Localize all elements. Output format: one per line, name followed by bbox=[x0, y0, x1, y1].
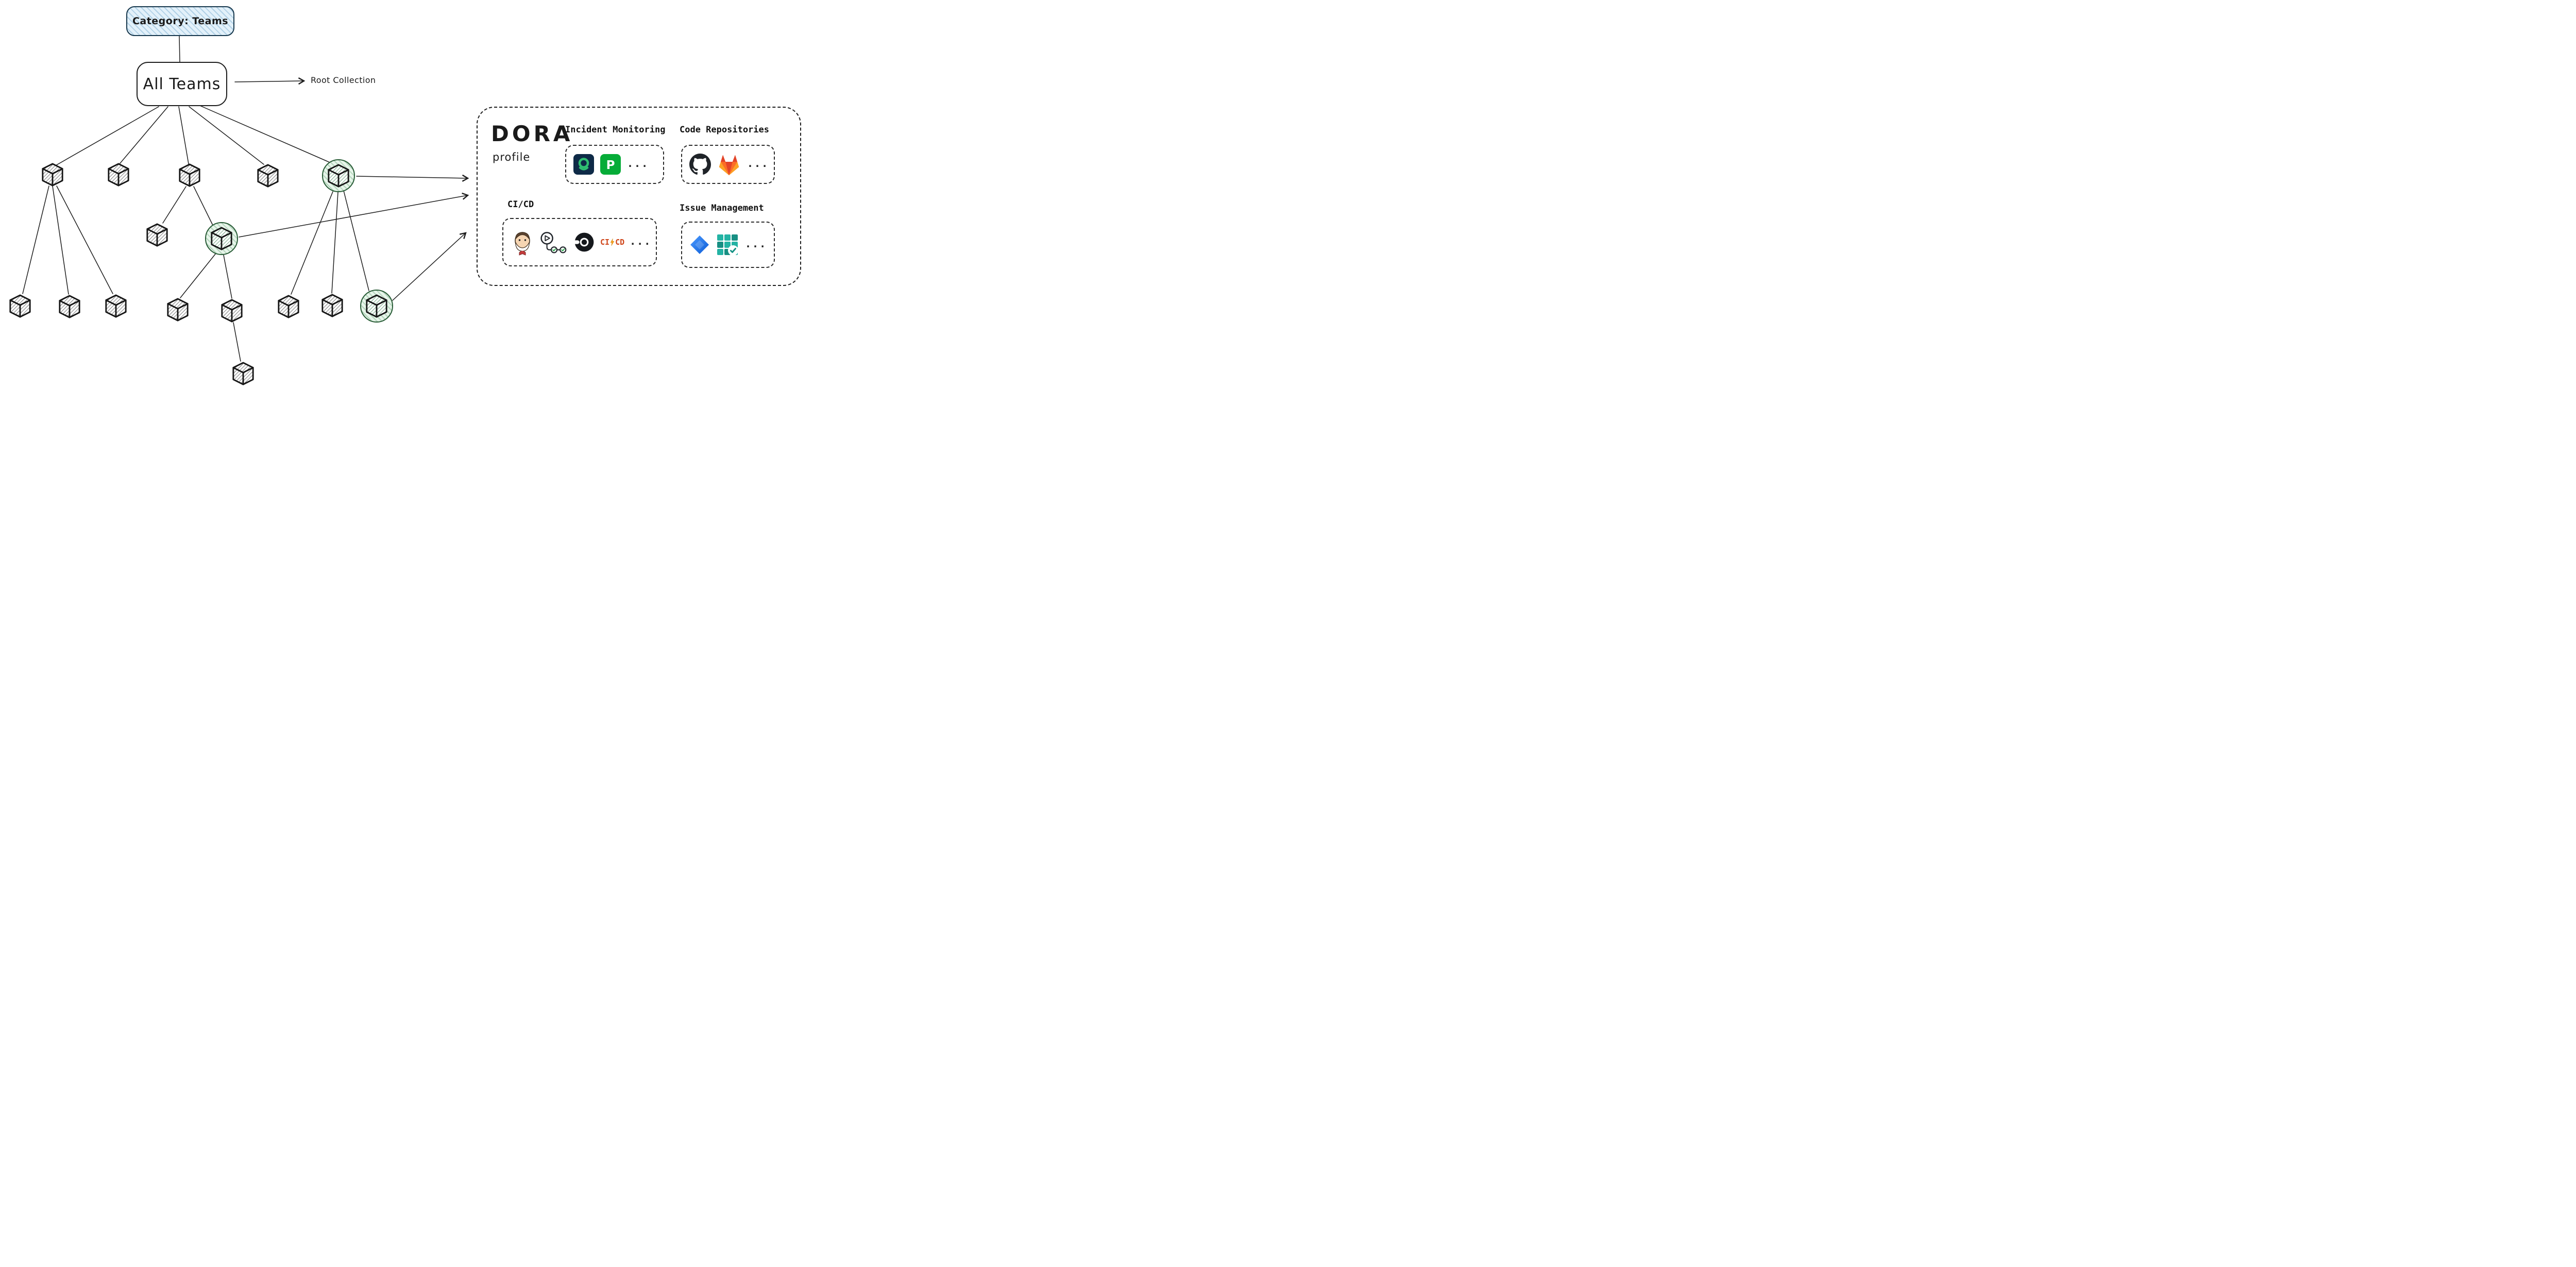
repos-more-ellipsis: ... bbox=[747, 157, 769, 170]
gitlab-cicd-logo: CI CD bbox=[600, 238, 624, 247]
github-icon bbox=[689, 154, 711, 175]
gitlab-icon bbox=[719, 155, 739, 175]
issue-management-box: ... bbox=[681, 222, 775, 268]
code-repositories-box: ... bbox=[681, 145, 775, 184]
arrow-root-collection bbox=[234, 77, 306, 85]
board-check-icon bbox=[717, 234, 738, 256]
annotation-arrows bbox=[234, 77, 469, 301]
team-node-icon bbox=[327, 163, 350, 188]
category-teams-box: Category: Teams bbox=[126, 6, 234, 36]
issues-more-ellipsis: ... bbox=[745, 238, 767, 250]
issue-management-label: Issue Management bbox=[680, 203, 764, 213]
root-collection-label: Root Collection bbox=[311, 75, 376, 85]
dora-profile-panel: DORA profile Incident Monitoring P ... C… bbox=[477, 107, 801, 286]
team-node-icon bbox=[58, 294, 81, 319]
incident-monitoring-label: Incident Monitoring bbox=[565, 125, 666, 135]
arrow-team-mid-to-dora bbox=[239, 192, 469, 238]
code-repositories-label: Code Repositories bbox=[680, 125, 769, 135]
opsgenie-icon bbox=[573, 154, 594, 175]
cicd-box: CI CD ... bbox=[502, 218, 657, 266]
arrow-team-bottom-to-dora bbox=[392, 232, 467, 301]
cicd-more-ellipsis: ... bbox=[630, 235, 652, 247]
jenkins-icon bbox=[515, 232, 530, 256]
team-node-icon bbox=[178, 163, 201, 188]
github-actions-icon bbox=[540, 232, 567, 254]
gitlab-cd-text: CD bbox=[615, 238, 625, 247]
team-node-icon bbox=[166, 297, 190, 322]
pagerduty-monogram: P bbox=[606, 159, 615, 172]
incident-monitoring-box: P ... bbox=[565, 145, 664, 184]
team-node-icon bbox=[320, 293, 344, 318]
team-node-icon bbox=[104, 294, 128, 318]
team-node-icon bbox=[41, 162, 64, 187]
all-teams-box: All Teams bbox=[137, 62, 227, 106]
team-node-icon bbox=[210, 226, 233, 251]
team-node-icon bbox=[256, 163, 280, 188]
circleci-icon bbox=[573, 232, 594, 252]
lightning-bolt-icon bbox=[610, 239, 615, 246]
team-node-icon bbox=[107, 162, 130, 187]
team-node-icon bbox=[220, 298, 244, 323]
cicd-label: CI/CD bbox=[507, 199, 534, 210]
category-teams-label: Category: Teams bbox=[132, 15, 229, 27]
team-node-selected bbox=[205, 222, 238, 255]
incident-more-ellipsis: ... bbox=[627, 157, 649, 170]
team-node-icon bbox=[277, 294, 300, 319]
dora-subtitle: profile bbox=[493, 151, 531, 163]
team-node-icon bbox=[365, 294, 388, 318]
all-teams-label: All Teams bbox=[143, 75, 221, 93]
team-node-icon bbox=[231, 361, 255, 386]
gitlab-ci-text: CI bbox=[600, 238, 610, 247]
team-node-selected bbox=[360, 290, 393, 323]
dora-title: DORA bbox=[491, 121, 573, 146]
pagerduty-icon: P bbox=[600, 154, 621, 175]
diagram-canvas: Category: Teams All Teams Root Collectio… bbox=[0, 0, 804, 391]
arrow-team-top-to-dora bbox=[356, 174, 469, 182]
team-node-icon bbox=[8, 294, 32, 318]
team-node-icon bbox=[145, 223, 169, 247]
jira-icon bbox=[690, 235, 709, 254]
team-node-selected bbox=[322, 159, 355, 192]
